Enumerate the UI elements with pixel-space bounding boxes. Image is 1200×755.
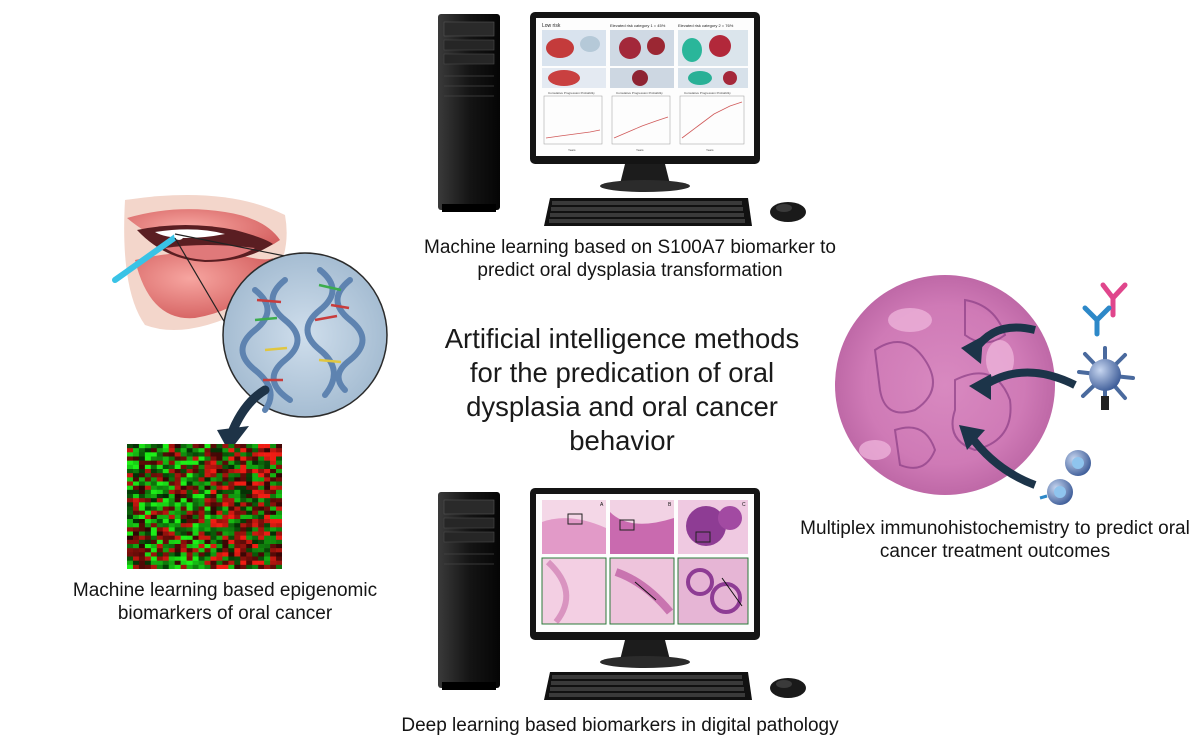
swab [112,233,180,283]
keyboard [544,672,752,700]
panel-letter-b: B [668,502,672,508]
panel-title-3: Elevated risk category 2 = 76% [678,23,734,28]
curved-arrow [228,385,270,435]
plot-xlabel-1: Years [568,148,576,152]
panel-letter-a: A [600,502,604,508]
bottom-computer: A B C [430,482,820,710]
antibody-icon [1082,282,1128,337]
monitor: A B C [530,488,760,668]
caption-bottom: Deep learning based biomarkers in digita… [401,715,839,736]
panel-letter-c: C [742,502,746,508]
lymphocyte-icon [1039,450,1091,505]
panel-title-1: Low risk [542,23,561,29]
histology-tile-b [610,500,674,554]
tower-case [438,492,500,690]
methylation-heatmap [127,444,282,569]
plot-xlabel-3: Years [706,148,714,152]
tower-case [438,14,500,212]
center-title: Artificial intelligence methods for the … [444,323,800,456]
tissue-circle [835,275,1055,495]
top-computer: Low risk Elevated risk category 1 = 45% … [430,8,820,233]
plot-xlabel-2: Years [636,148,644,152]
keyboard [544,198,752,226]
caption-right: Multiplex immunohistochemistry to predic… [800,518,1190,562]
ihc-illustration [835,260,1155,510]
plot-title-3: Cumulative Progression Probability [684,91,731,95]
ihc-arrows [959,323,1077,489]
panel-title-2: Elevated risk category 1 = 45% [610,23,666,28]
monitor: Low risk Elevated risk category 1 = 45% … [530,12,760,192]
dna-magnified-circle [222,252,388,418]
mouth-swab-illustration [105,190,435,455]
plot-title-2: Cumulative Progression Probability [616,91,663,95]
kaplan-plots [543,95,745,145]
plot-title-1: Cumulative Progression Probability [548,91,595,95]
caption-left: Machine learning based epigenomic biomar… [72,580,378,624]
caption-top: Machine learning based on S100A7 biomark… [424,237,836,281]
histology-tile-a [542,500,606,554]
histology-tile-c [678,500,748,554]
immune-cell-icon [1077,346,1135,410]
